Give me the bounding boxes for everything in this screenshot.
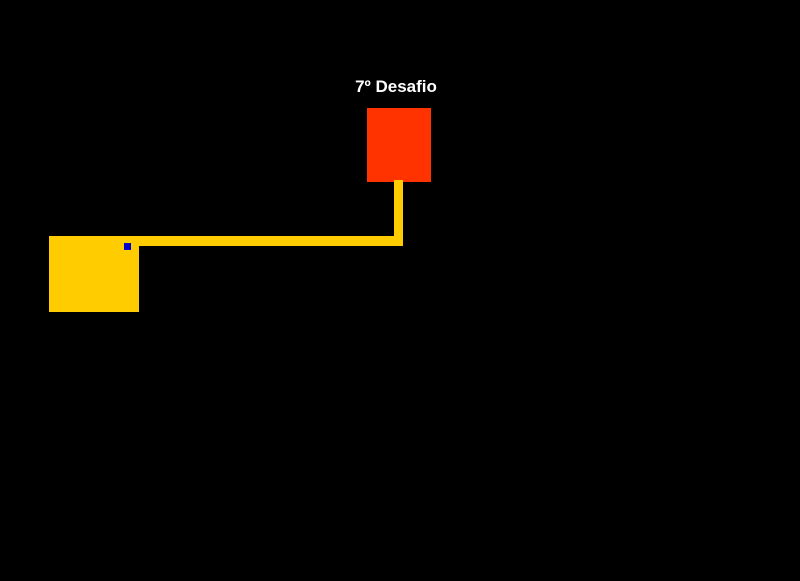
player-cursor[interactable]: [124, 243, 131, 250]
path-horizontal-segment: [139, 236, 403, 246]
goal-zone: [367, 108, 431, 182]
level-title: 7º Desafio: [355, 77, 437, 96]
path-vertical-segment: [394, 180, 403, 246]
